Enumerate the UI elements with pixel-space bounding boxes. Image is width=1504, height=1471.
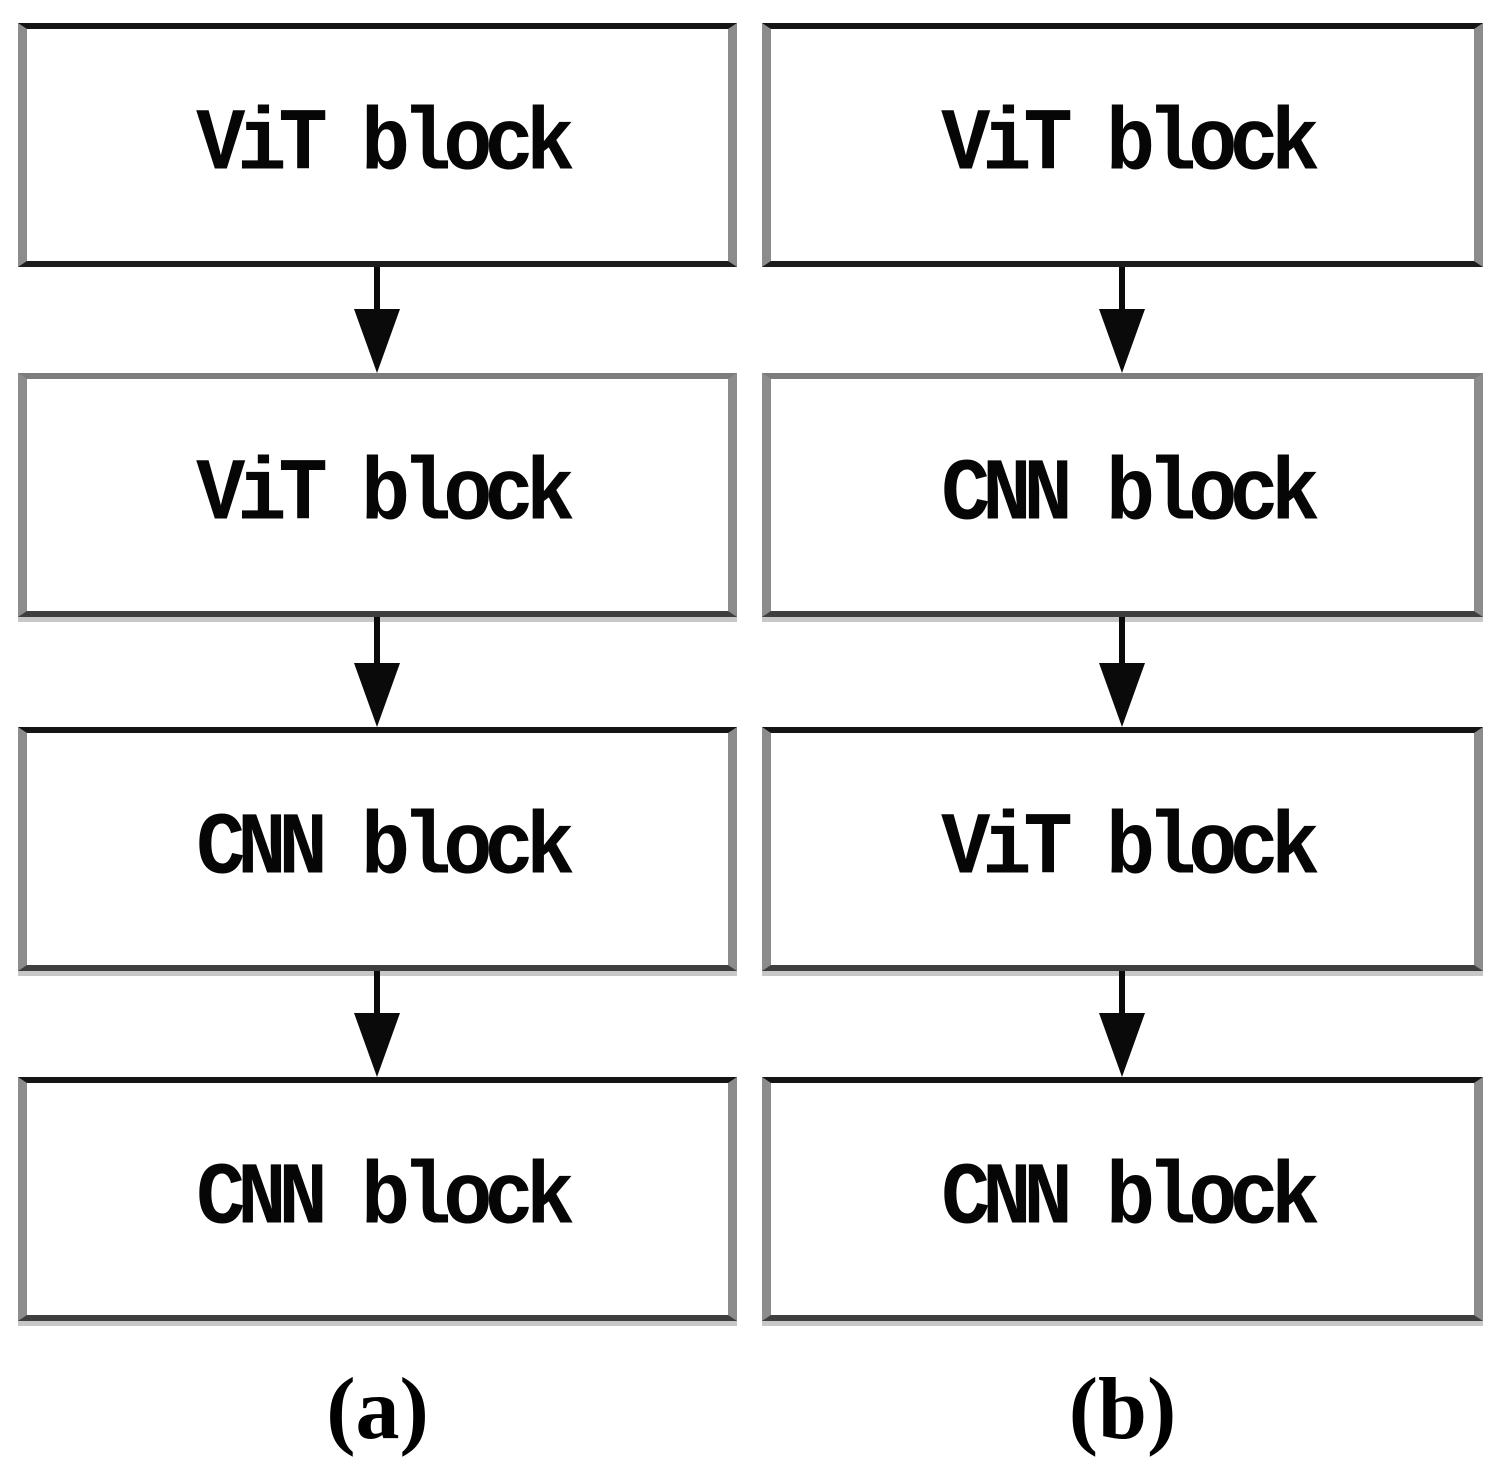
arrow-stem [374,971,380,1013]
column-a-block-3: CNN block [18,727,737,971]
column-a-arrow-1 [354,267,400,373]
column-b-arrow-2 [1099,617,1145,727]
column-a-block-4: CNN block [18,1077,737,1321]
column-b-block-4-label: CNN block [941,1148,1320,1250]
down-arrowhead-icon [354,309,400,373]
column-b-block-1: ViT block [762,23,1483,267]
arrow-stem [1119,617,1125,663]
column-b-block-2: CNN block [762,373,1483,617]
column-a-label: (a) [326,1361,429,1458]
down-arrowhead-icon [1099,1013,1145,1077]
arrow-stem [374,267,380,309]
column-b-block-3-label: ViT block [941,798,1320,900]
down-arrowhead-icon [354,663,400,727]
arrow-stem [374,617,380,663]
column-a-arrow-2 [354,617,400,727]
column-b-block-4: CNN block [762,1077,1483,1321]
column-b-block-1-label: ViT block [941,94,1320,196]
arrow-stem [1119,267,1125,309]
column-a-arrow-3 [354,971,400,1077]
arrow-stem [1119,971,1125,1013]
column-b-arrow-3 [1099,971,1145,1077]
column-a-block-3-label: CNN block [196,798,575,900]
column-b-block-2-label: CNN block [941,444,1320,546]
down-arrowhead-icon [354,1013,400,1077]
column-a-block-4-label: CNN block [196,1148,575,1250]
column-a-block-2: ViT block [18,373,737,617]
down-arrowhead-icon [1099,309,1145,373]
column-b-block-3: ViT block [762,727,1483,971]
column-b-arrow-1 [1099,267,1145,373]
column-a-block-1: ViT block [18,23,737,267]
column-a-block-1-label: ViT block [196,94,575,196]
column-a-block-2-label: ViT block [196,444,575,546]
column-b-label: (b) [1068,1361,1177,1458]
down-arrowhead-icon [1099,663,1145,727]
